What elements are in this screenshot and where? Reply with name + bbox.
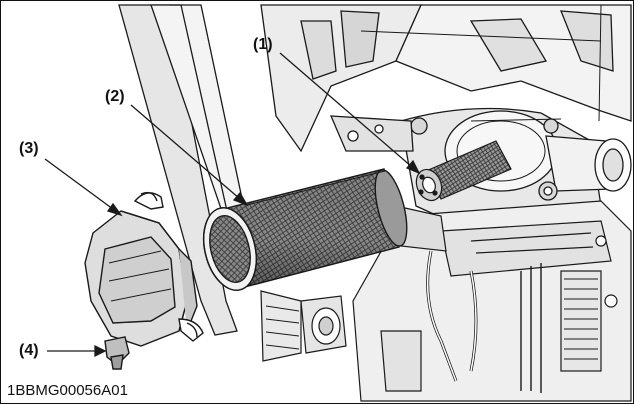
callout-inner-element: (1) bbox=[253, 36, 273, 53]
callout-evacuator-valve: (4) bbox=[19, 342, 39, 359]
outer-element bbox=[203, 168, 408, 291]
callout-cover: (3) bbox=[19, 140, 39, 157]
callout-outer-element: (2) bbox=[105, 88, 125, 105]
air-cleaner-cover bbox=[84, 191, 204, 370]
inner-element bbox=[415, 140, 512, 202]
figure-code: 1BBMG00056A01 bbox=[7, 382, 128, 399]
engine-block bbox=[260, 200, 632, 402]
leader-lines bbox=[44, 52, 421, 358]
